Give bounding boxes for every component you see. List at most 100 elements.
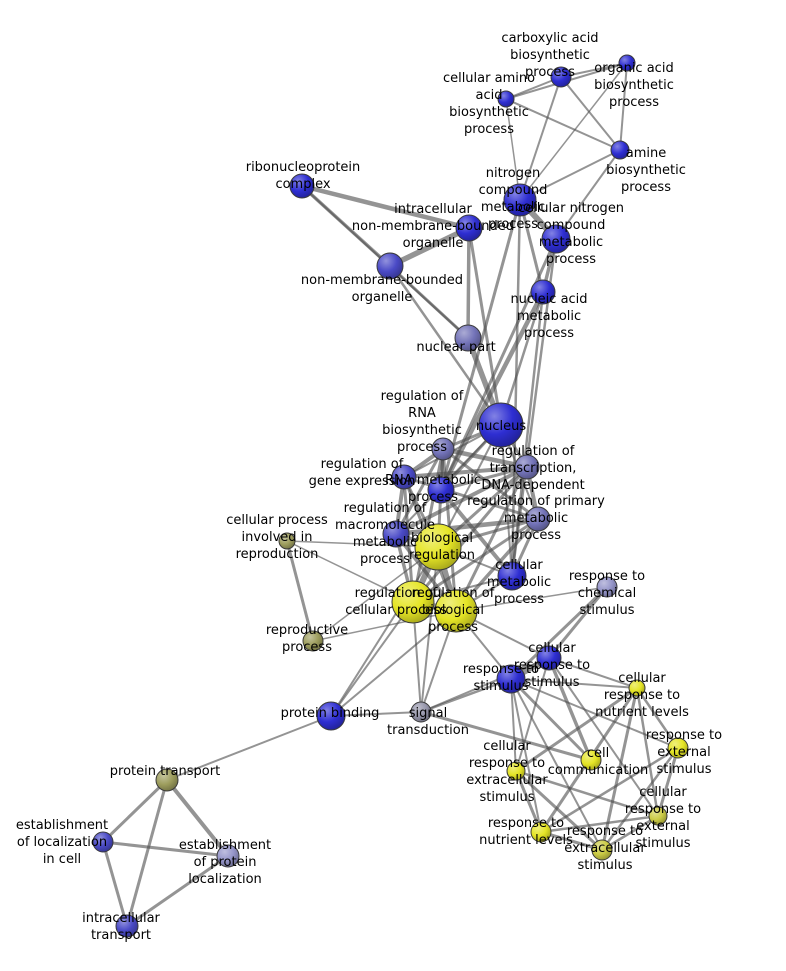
- edge-nucleic-acid-metabolic--cellular-metabolic: [510, 290, 545, 578]
- node-regulation-rna-biosynthetic[interactable]: regulation of RNA biosynthetic process: [431, 437, 455, 461]
- node-nitrogen-compound-metabolic[interactable]: nitrogen compound metabolic process: [503, 183, 537, 217]
- edge-intracellular-nmb-organelle--nuclear-part: [466, 226, 471, 340]
- edge-response-stimulus--cell-communication: [509, 677, 593, 762]
- node-label-nuclear-part: nuclear part: [416, 340, 495, 355]
- node-regulation-cellular-process[interactable]: regulation of cellular process: [391, 580, 435, 624]
- edge-protein-binding--biological-regulation: [330, 546, 439, 717]
- node-biological-regulation[interactable]: biological regulation: [414, 523, 462, 571]
- node-reproductive-process[interactable]: reproductive process: [302, 630, 324, 652]
- node-protein-binding[interactable]: protein binding: [316, 701, 346, 731]
- edge-cellular-response-nutrient--cellular-response-extracellular: [514, 686, 639, 773]
- node-response-stimulus[interactable]: response to stimulus: [496, 664, 526, 694]
- edge-cellular-process-reproduction--biological-regulation: [286, 540, 439, 548]
- node-nmb-organelle[interactable]: non-membrane-bounded organelle: [376, 252, 404, 280]
- node-nuclear-part[interactable]: nuclear part: [454, 324, 482, 352]
- edge-response-stimulus--response-extracellular: [510, 678, 603, 851]
- node-cellular-response-stimulus[interactable]: cellular response to stimulus: [536, 645, 562, 671]
- node-response-external[interactable]: response to external stimulus: [667, 737, 689, 759]
- edge-intracellular-nmb-organelle--nmb-organelle: [387, 225, 472, 269]
- edge-response-external--response-nutrient: [539, 746, 680, 834]
- edge-cellular-process-reproduction--reproductive-process: [285, 539, 315, 643]
- node-rna-metabolic[interactable]: RNA metabolic process: [427, 476, 455, 504]
- node-regulation-biological-process[interactable]: regulation of biological process: [434, 589, 478, 633]
- edge-reproductive-process--regulation-biological-process: [312, 610, 457, 642]
- edge-protein-binding--regulation-cellular-process: [330, 601, 414, 717]
- edge-reproductive-process--biological-regulation: [312, 546, 439, 642]
- node-regulation-transcription[interactable]: regulation of transcription, DNA-depende…: [514, 454, 540, 480]
- edge-nucleic-acid-metabolic--nucleus: [499, 290, 545, 427]
- node-regulation-primary-metabolic[interactable]: regulation of primary metabolic process: [525, 506, 551, 532]
- edge-cellular-response-stimulus--cellular-response-extracellular: [515, 657, 550, 772]
- edge-protein-binding--regulation-biological-process: [330, 610, 457, 717]
- edge-regulation-transcription--regulation-gene-expression: [402, 465, 529, 479]
- node-intracellular-transport[interactable]: intracellular transport: [115, 914, 139, 938]
- node-cellular-response-nutrient[interactable]: cellular response to nutrient levels: [628, 679, 646, 697]
- node-carboxylic-acid-biosynthetic[interactable]: carboxylic acid biosynthetic process: [550, 66, 572, 88]
- edge-cellular-amino-acid-biosynthetic--nitrogen-compound-metabolic: [505, 98, 521, 201]
- node-cellular-process-reproduction[interactable]: cellular process involved in reproductio…: [278, 532, 296, 550]
- node-cellular-response-external[interactable]: cellular response to external stimulus: [648, 806, 668, 826]
- edge-response-extracellular--cellular-response-extracellular: [514, 769, 604, 852]
- node-cellular-amino-acid-biosynthetic[interactable]: cellular amino acid biosynthetic process: [497, 90, 515, 108]
- node-nucleus[interactable]: nucleus: [478, 402, 524, 448]
- edge-response-nutrient--response-extracellular: [539, 830, 604, 852]
- edge-protein-transport--establishment-localization-cell: [101, 778, 169, 844]
- edge-cellular-amino-acid-biosynthetic--amine-biosynthetic: [505, 98, 621, 151]
- node-nucleic-acid-metabolic[interactable]: nucleic acid metabolic process: [530, 279, 556, 305]
- node-signal-transduction[interactable]: signal transduction: [410, 701, 432, 723]
- edge-response-stimulus--response-nutrient: [510, 678, 542, 833]
- edge-establishment-protein-localization--intracellular-transport: [125, 854, 230, 928]
- edge-cellular-response-stimulus--response-chemical: [547, 585, 609, 660]
- node-organic-acid-biosynthetic[interactable]: organic acid biosynthetic process: [618, 54, 636, 72]
- node-cellular-response-extracellular[interactable]: cellular response to extracellular stimu…: [506, 761, 526, 781]
- node-cellular-metabolic[interactable]: cellular metabolic process: [497, 561, 527, 591]
- edge-regulation-rna-biosynthetic--regulation-macromolecule-metabolic: [394, 447, 445, 536]
- node-ribonucleoprotein-complex[interactable]: ribonucleoprotein complex: [289, 173, 315, 199]
- node-amine-biosynthetic[interactable]: amine biosynthetic process: [610, 140, 630, 160]
- node-establishment-localization-cell[interactable]: establishment of localization in cell: [92, 831, 114, 853]
- node-response-chemical[interactable]: response to chemical stimulus: [596, 576, 618, 598]
- node-response-extracellular[interactable]: response to extracellular stimulus: [591, 839, 613, 861]
- node-intracellular-nmb-organelle[interactable]: intracellular non-membrane-bounded organ…: [455, 214, 483, 242]
- node-cell-communication[interactable]: cell communication: [580, 749, 602, 771]
- node-regulation-macromolecule-metabolic[interactable]: regulation of macromolecule metabolic pr…: [382, 520, 410, 548]
- edge-response-external--response-extracellular: [600, 746, 680, 852]
- edge-nmb-organelle--nuclear-part: [388, 264, 470, 340]
- node-protein-transport[interactable]: protein transport: [155, 768, 179, 792]
- edge-ribonucleoprotein-complex--intracellular-nmb-organelle: [299, 183, 472, 231]
- node-establishment-protein-localization[interactable]: establishment of protein localization: [216, 844, 240, 868]
- node-response-nutrient[interactable]: response to nutrient levels: [530, 821, 552, 843]
- edge-response-stimulus--response-chemical: [509, 585, 609, 681]
- edge-cellular-response-stimulus--cell-communication: [547, 656, 593, 762]
- node-regulation-gene-expression[interactable]: regulation of gene expression: [391, 464, 417, 490]
- edge-response-nutrient--cellular-response-external: [539, 814, 660, 834]
- node-label-protein-transport: protein transport: [110, 764, 220, 779]
- edge-protein-transport--intracellular-transport: [125, 778, 169, 928]
- edge-cellular-response-nutrient--response-external: [635, 686, 680, 750]
- node-cellular-nitrogen-compound-metabolic[interactable]: cellular nitrogen compound metabolic pro…: [541, 224, 571, 254]
